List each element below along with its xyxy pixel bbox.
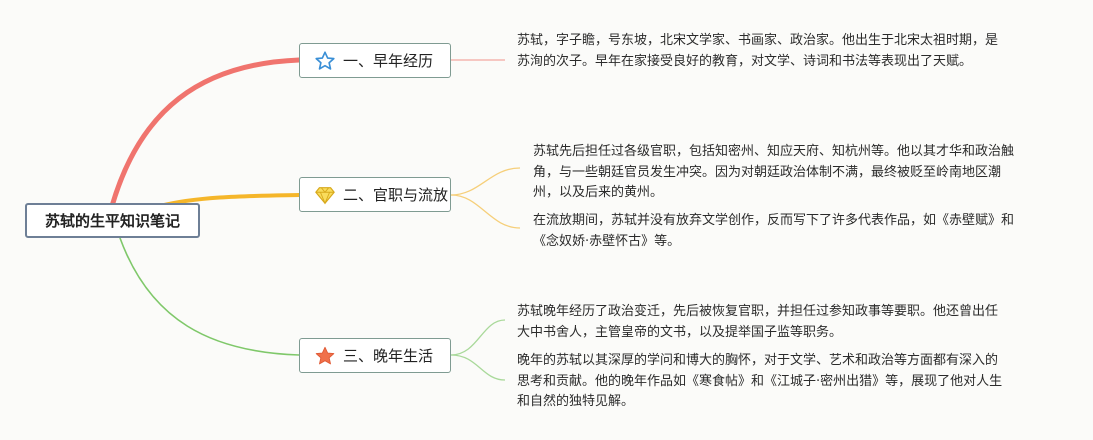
branch-later-life-label: 三、晚年生活: [343, 347, 434, 365]
note-later-1: 苏轼晚年经历了政治变迁，先后被恢复官职，并担任过参知政事等要职。他还曾出任大中书…: [517, 304, 999, 340]
connector-branch-3-note-1: [450, 319, 506, 356]
branch-early-life-label: 一、早年经历: [343, 52, 434, 70]
connector-branch-3-note-2: [450, 354, 506, 381]
branch-office-exile[interactable]: 二、官职与流放: [299, 177, 451, 212]
star-outline-icon: [314, 50, 336, 72]
root-topic[interactable]: 苏轼的生平知识笔记: [25, 203, 200, 238]
connector-branch-2-note-1: [450, 167, 521, 196]
gem-icon: [314, 184, 336, 206]
branch-early-life[interactable]: 一、早年经历: [299, 43, 451, 78]
branch-later-life[interactable]: 三、晚年生活: [299, 338, 451, 373]
connector-root-branch-1: [109, 57, 302, 209]
root-topic-label: 苏轼的生平知识笔记: [44, 212, 180, 230]
connector-root-branch-3: [119, 237, 300, 356]
note-early-life: 苏轼，字子瞻，号东坡，北宋文学家、书画家、政治家。他出生于北宋太祖时期，是苏洵的…: [517, 33, 999, 69]
branch-office-exile-label: 二、官职与流放: [343, 186, 449, 204]
note-later-2: 晚年的苏轼以其深厚的学问和博大的胸怀，对于文学、艺术和政治等方面都有深入的思考和…: [517, 353, 1003, 409]
note-office-1: 苏轼先后担任过各级官职，包括知密州、知应天府、知杭州等。他以其才华和政治触角，与…: [533, 144, 1015, 200]
note-office-2: 在流放期间，苏轼并没有放弃文学创作，反而写下了许多代表作品，如《赤壁赋》和《念奴…: [533, 213, 1015, 249]
star-filled-icon: [314, 345, 336, 367]
connector-branch-2-note-2: [450, 194, 521, 229]
